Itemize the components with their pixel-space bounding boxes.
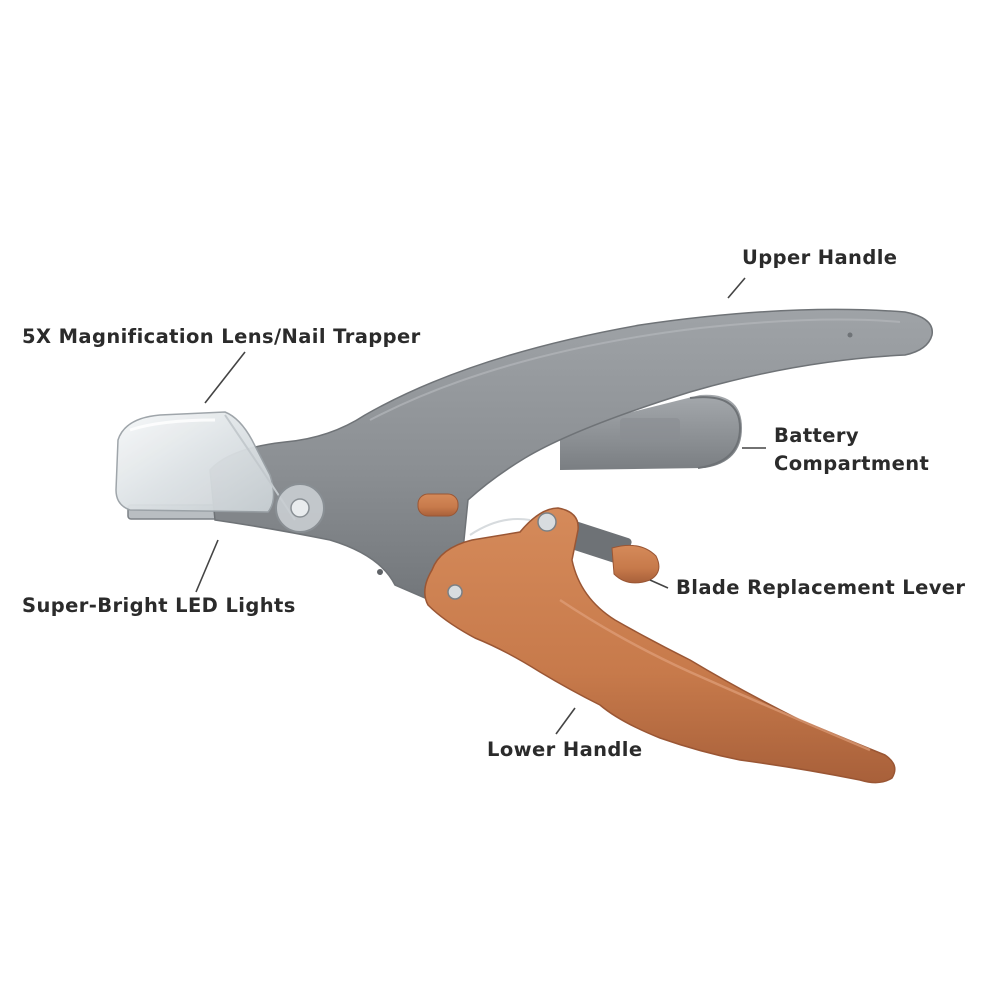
- leader-led-lights: [195, 539, 219, 593]
- leader-lines: [195, 277, 766, 735]
- pivot-screw: [275, 483, 325, 533]
- label-blade-lever: Blade Replacement Lever: [676, 576, 966, 599]
- battery-compartment: [560, 394, 742, 470]
- label-lower-handle: Lower Handle: [487, 738, 643, 761]
- leader-upper-handle: [727, 277, 746, 299]
- label-battery-compartment: Battery Compartment: [774, 422, 929, 478]
- label-battery-line2: Compartment: [774, 452, 930, 475]
- label-magnification-lens: 5X Magnification Lens/Nail Trapper: [22, 325, 421, 348]
- leader-blade-lever: [649, 579, 669, 589]
- leader-lower-handle: [555, 707, 576, 735]
- orange-button: [417, 493, 459, 517]
- label-led-lights: Super-Bright LED Lights: [22, 594, 296, 617]
- leader-magnification-lens: [204, 351, 246, 404]
- magnification-lens: [115, 411, 296, 521]
- lower-handle: [424, 507, 896, 784]
- label-upper-handle: Upper Handle: [742, 246, 898, 269]
- label-battery-line1: Battery: [774, 424, 860, 447]
